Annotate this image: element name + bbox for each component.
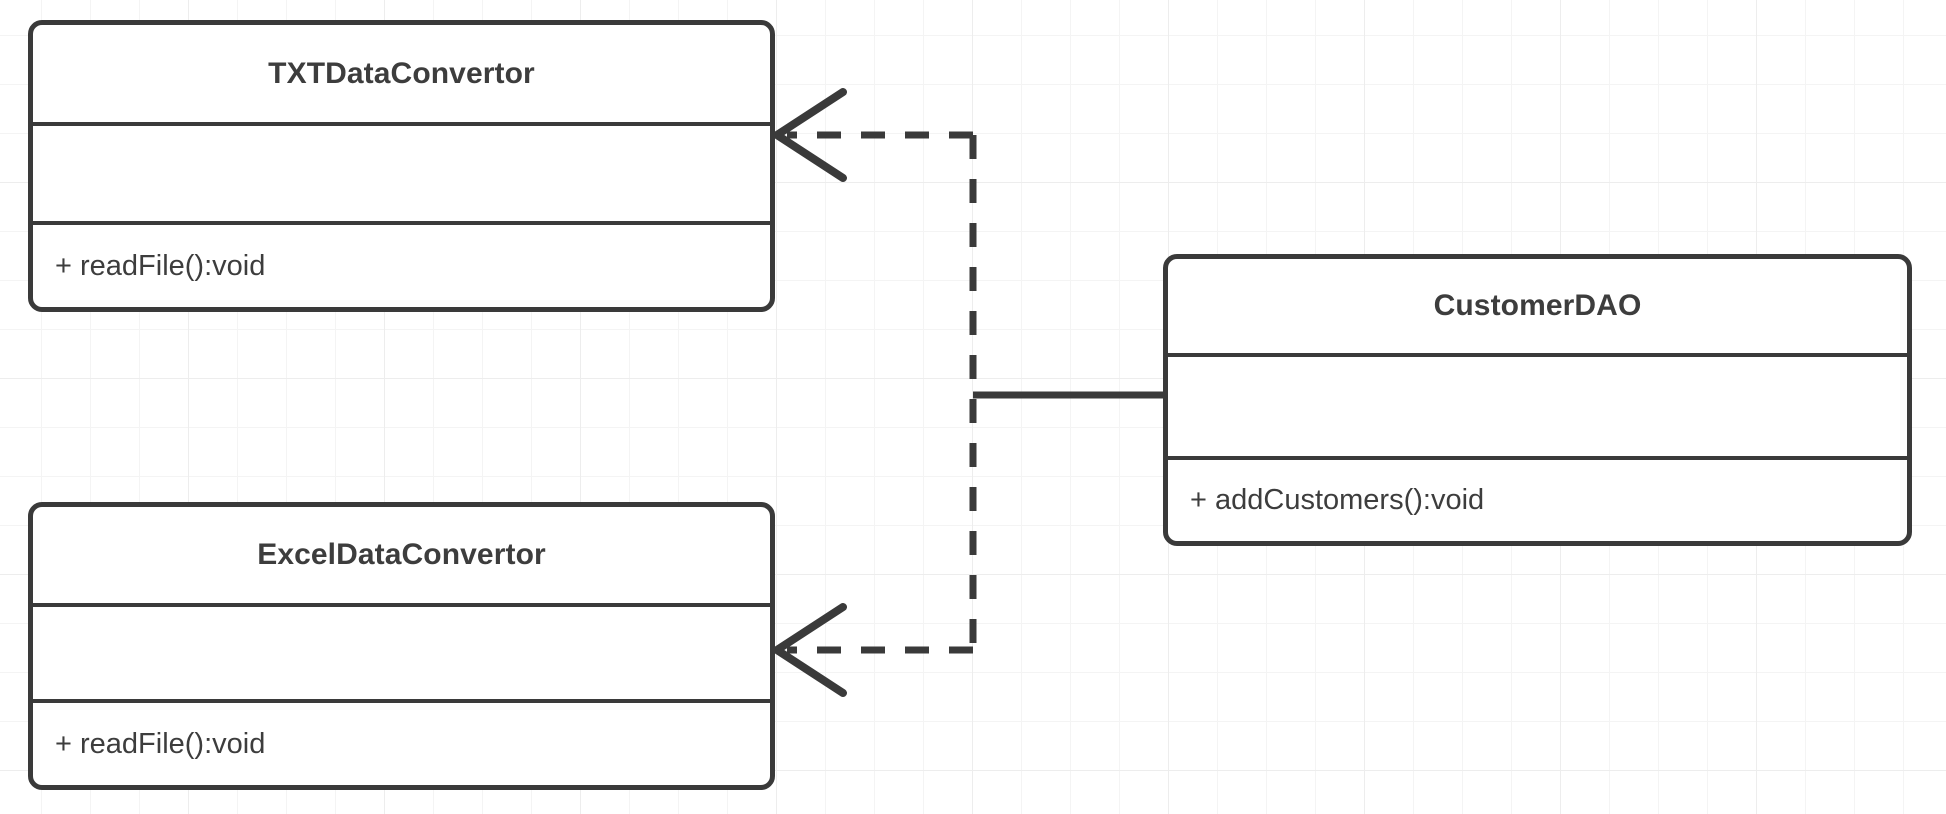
class-methods-compartment-txt: + readFile():void: [33, 225, 770, 307]
class-methods-compartment-dao: + addCustomers():void: [1168, 460, 1907, 541]
realization-arrowhead-txt-icon: [773, 88, 847, 182]
uml-class-txt-data-convertor[interactable]: TXTDataConvertor + readFile():void: [28, 20, 775, 312]
class-method-txt-read-file: + readFile():void: [55, 249, 266, 282]
realization-arrowhead-excel-icon: [773, 603, 847, 697]
class-separator-name-attrs: [1168, 353, 1907, 357]
uml-class-customer-dao[interactable]: CustomerDAO + addCustomers():void: [1163, 254, 1912, 546]
class-name-txt-data-convertor: TXTDataConvertor: [268, 56, 535, 90]
class-methods-compartment-excel: + readFile():void: [33, 703, 770, 785]
class-name-excel-data-convertor: ExcelDataConvertor: [257, 538, 546, 571]
class-name-customer-dao: CustomerDAO: [1433, 289, 1642, 322]
class-separator-name-attrs: [33, 603, 770, 607]
class-attributes-compartment-txt: [33, 126, 770, 221]
class-attributes-compartment-dao: [1168, 357, 1907, 456]
class-separator-attrs-methods: [33, 699, 770, 703]
class-separator-name-attrs: [33, 122, 770, 126]
class-method-excel-read-file: + readFile():void: [55, 727, 266, 760]
class-attributes-compartment-excel: [33, 607, 770, 699]
class-method-dao-add-customers: + addCustomers():void: [1190, 484, 1485, 516]
uml-class-excel-data-convertor[interactable]: ExcelDataConvertor + readFile():void: [28, 502, 775, 790]
class-separator-attrs-methods: [1168, 456, 1907, 460]
class-separator-attrs-methods: [33, 221, 770, 225]
